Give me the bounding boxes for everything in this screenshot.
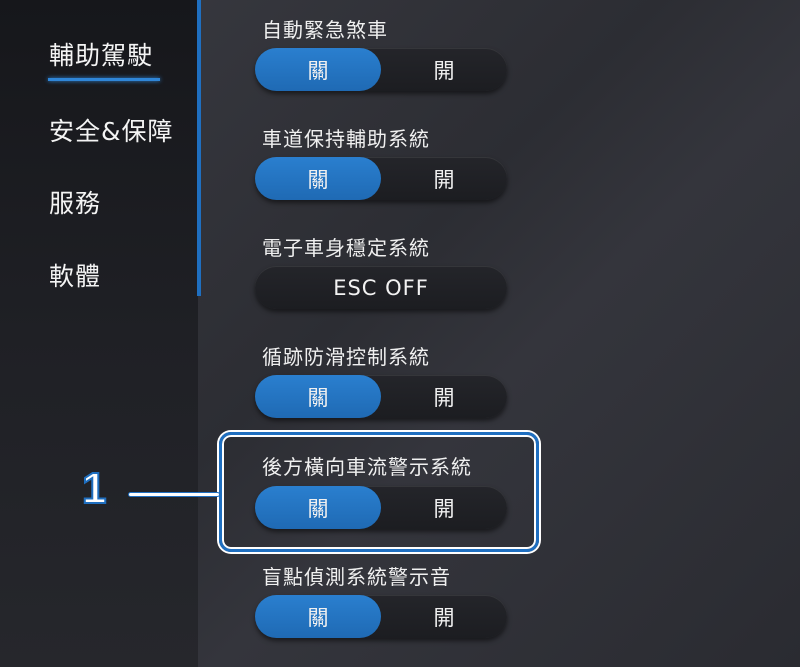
- toggle-on-option[interactable]: 開: [433, 605, 455, 630]
- sidebar-item-driver-assist[interactable]: 輔助駕駛: [49, 41, 154, 70]
- aeb-toggle[interactable]: 關 開: [255, 48, 507, 91]
- callout-highlight-box: [219, 432, 539, 552]
- rear-cross-traffic-toggle[interactable]: 關 開: [255, 486, 507, 529]
- toggle-off-option[interactable]: 關: [255, 157, 381, 200]
- active-tab-indicator: [48, 78, 160, 81]
- sidebar-item-safety[interactable]: 安全&保障: [49, 117, 174, 146]
- esc-off-button[interactable]: ESC OFF: [255, 266, 507, 309]
- lane-keep-toggle[interactable]: 關 開: [255, 157, 507, 200]
- toggle-off-option[interactable]: 關: [255, 375, 381, 418]
- callout-number: 1: [81, 463, 108, 514]
- sidebar-item-service[interactable]: 服務: [49, 189, 102, 218]
- callout-line: [128, 492, 220, 497]
- traction-control-toggle[interactable]: 關 開: [255, 375, 507, 418]
- scrollbar[interactable]: [197, 0, 201, 296]
- sidebar: 輔助駕駛 安全&保障 服務 軟體: [0, 0, 198, 667]
- toggle-on-option[interactable]: 開: [433, 167, 455, 192]
- setting-label: 後方橫向車流警示系統: [262, 455, 472, 479]
- toggle-off-option[interactable]: 關: [255, 48, 381, 91]
- setting-label: 電子車身穩定系統: [262, 236, 430, 260]
- blind-spot-sound-toggle[interactable]: 關 開: [255, 595, 507, 638]
- sidebar-item-software[interactable]: 軟體: [49, 262, 102, 291]
- setting-label: 自動緊急煞車: [262, 18, 388, 42]
- setting-label: 盲點偵測系統警示音: [262, 565, 451, 589]
- setting-label: 車道保持輔助系統: [262, 127, 430, 151]
- toggle-on-option[interactable]: 開: [433, 58, 455, 83]
- toggle-off-option[interactable]: 關: [255, 486, 381, 529]
- toggle-on-option[interactable]: 開: [433, 385, 455, 410]
- toggle-on-option[interactable]: 開: [433, 496, 455, 521]
- toggle-off-option[interactable]: 關: [255, 595, 381, 638]
- setting-label: 循跡防滑控制系統: [262, 345, 430, 369]
